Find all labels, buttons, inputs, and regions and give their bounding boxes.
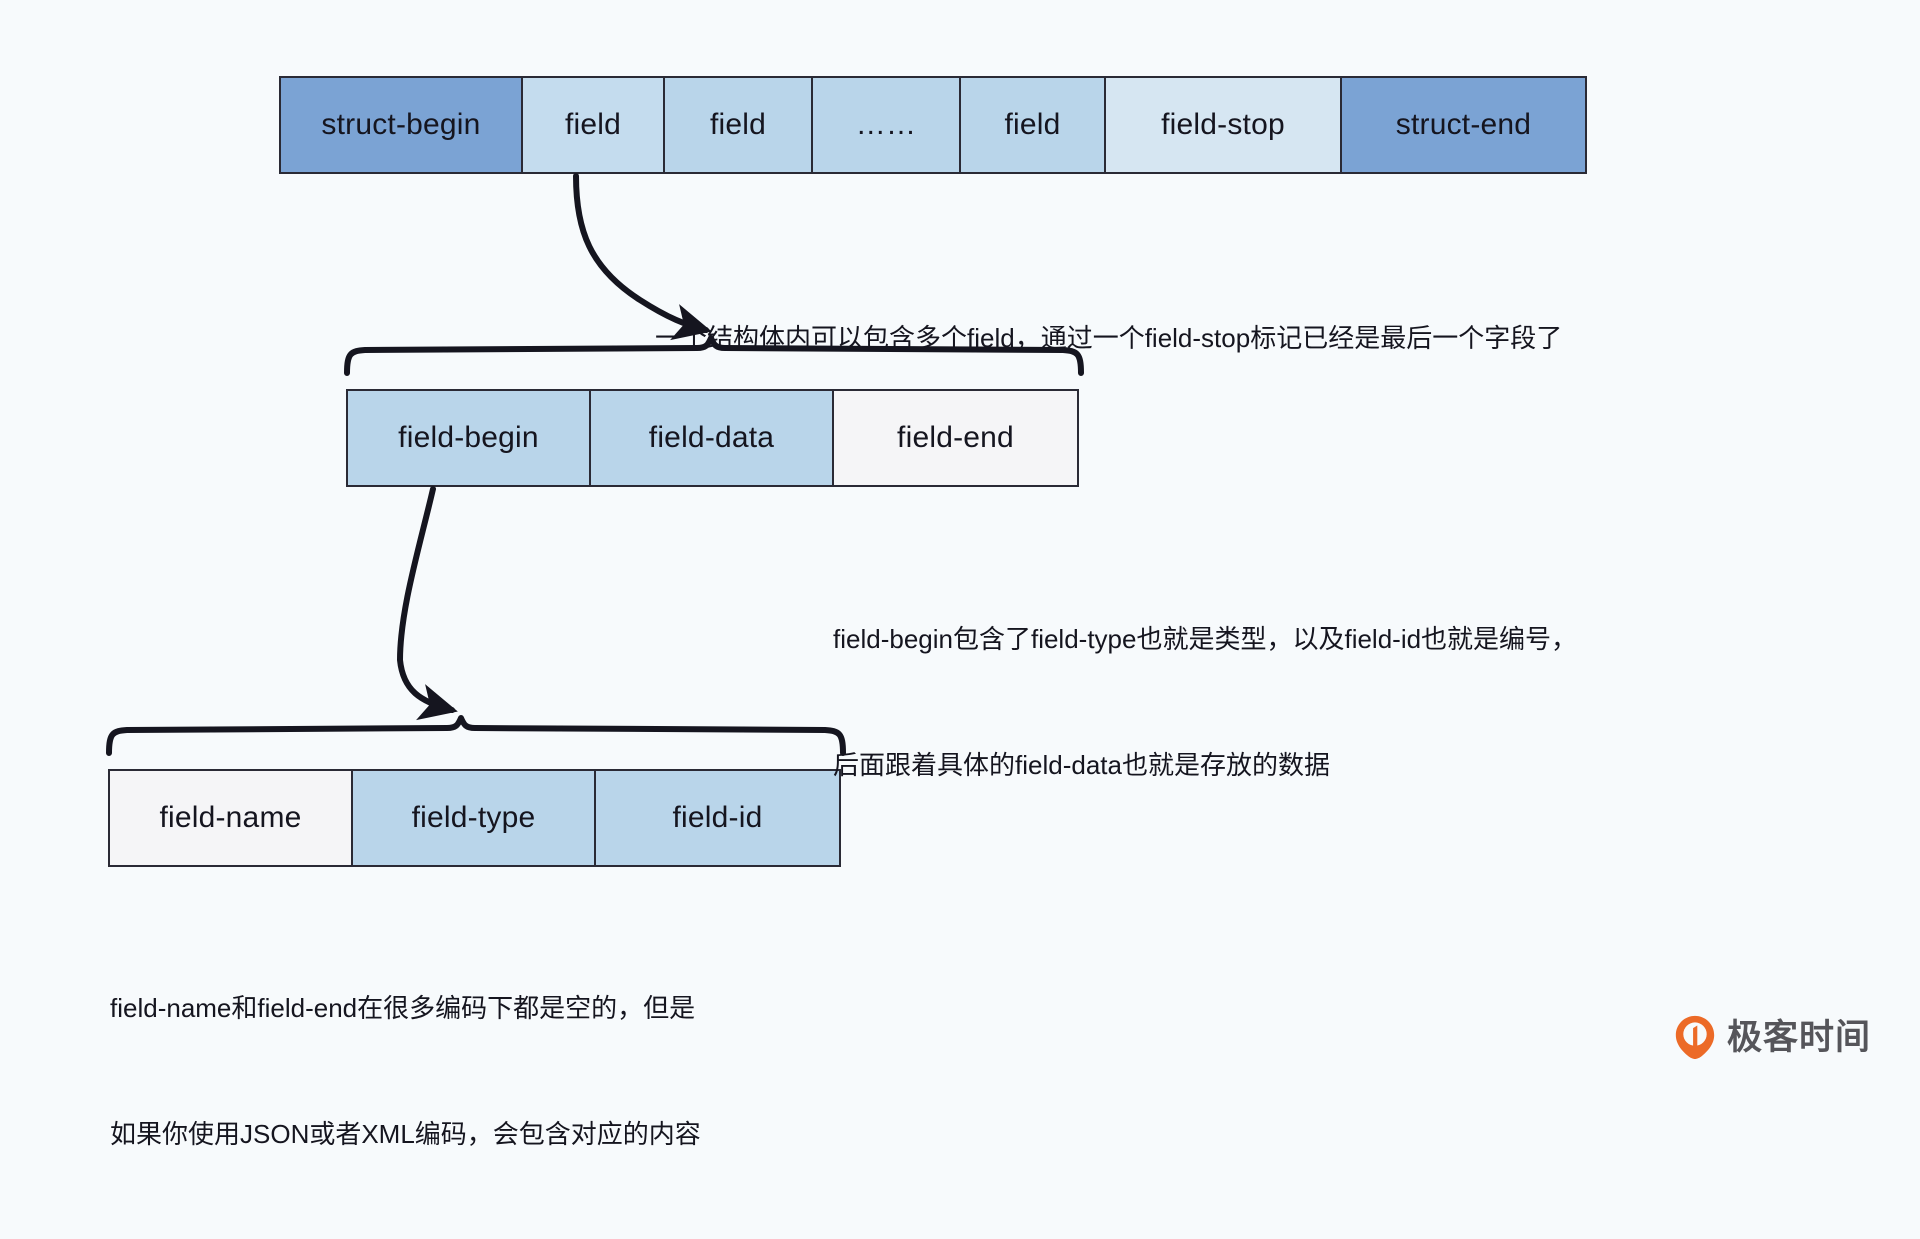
cell-struct-end[interactable]: struct-end — [1342, 78, 1585, 172]
cell-struct-begin[interactable]: struct-begin — [281, 78, 523, 172]
field-layout-row: field-begin field-data field-end — [346, 389, 1079, 487]
geektime-logo-icon — [1675, 1015, 1715, 1060]
geektime-watermark: 极客时间 — [1672, 1014, 1871, 1060]
cell-field-stop[interactable]: field-stop — [1106, 78, 1342, 172]
field-begin-layout-brace — [106, 715, 846, 756]
field-begin-layout-row: field-name field-type field-id — [108, 769, 841, 867]
struct-layout-row: struct-begin field field …… field field-… — [279, 76, 1587, 174]
cell-field-end[interactable]: field-end — [834, 391, 1077, 485]
cell-field-name[interactable]: field-name — [110, 771, 353, 865]
diagram-canvas: struct-begin field field …… field field-… — [106, 76, 1871, 1149]
field-begin-annotation-line-2: 如果你使用JSON或者XML编码，会包含对应的内容 — [110, 1119, 701, 1149]
field-annotation-line-1: field-begin包含了field-type也就是类型，以及field-id… — [833, 624, 1578, 654]
field-annotation-line-2: 后面跟着具体的field-data也就是存放的数据 — [833, 750, 1330, 780]
field-begin-annotation: field-name和field-end在很多编码下都是空的，但是 如果你使用J… — [110, 903, 701, 1239]
cell-field-id[interactable]: field-id — [596, 771, 839, 865]
field-begin-annotation-line-1: field-name和field-end在很多编码下都是空的，但是 — [110, 993, 696, 1023]
struct-annotation-line-1: 一个结构体内可以包含多个field，通过一个field-stop标记已经是最后一… — [655, 323, 1563, 353]
field-begin-to-field-begin-layout-arrow — [396, 486, 458, 721]
geektime-watermark-text: 极客时间 — [1727, 1017, 1872, 1057]
cell-field-2[interactable]: field — [665, 78, 813, 172]
cell-field-begin[interactable]: field-begin — [348, 391, 591, 485]
cell-field-3[interactable]: field — [961, 78, 1106, 172]
field-annotation: field-begin包含了field-type也就是类型，以及field-id… — [833, 534, 1577, 870]
struct-annotation: 一个结构体内可以包含多个field，通过一个field-stop标记已经是最后一… — [655, 233, 1562, 443]
cell-field-ellipsis[interactable]: …… — [813, 78, 961, 172]
cell-field-type[interactable]: field-type — [353, 771, 596, 865]
cell-field-data[interactable]: field-data — [591, 391, 834, 485]
cell-field-1[interactable]: field — [523, 78, 665, 172]
